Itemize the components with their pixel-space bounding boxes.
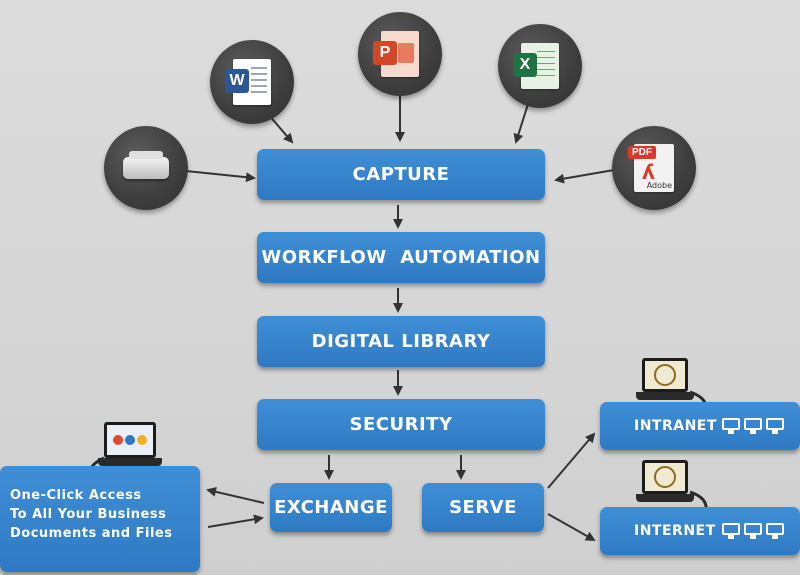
workflow-label: WORKFLOW AUTOMATION bbox=[261, 247, 541, 268]
capture-label: CAPTURE bbox=[352, 164, 450, 185]
arrow-exchange-to-access bbox=[206, 486, 265, 504]
serve-stage: SERVE bbox=[422, 483, 544, 532]
security-label: SECURITY bbox=[349, 414, 453, 435]
serve-label: SERVE bbox=[449, 497, 517, 518]
arrow-pdf-to-capture bbox=[554, 169, 615, 184]
security-stage: SECURITY bbox=[257, 399, 545, 450]
arrow-excel-to-capture bbox=[513, 103, 529, 144]
internet-label: INTERNET bbox=[634, 523, 716, 539]
access-line-3: Documents and Files bbox=[10, 526, 173, 541]
internet-monitors-icon bbox=[722, 523, 784, 539]
word-source: W bbox=[210, 40, 294, 124]
laptop-browsers-icon bbox=[98, 422, 164, 472]
arrow-scanner-to-capture bbox=[185, 170, 256, 183]
exchange-stage: EXCHANGE bbox=[270, 483, 392, 532]
powerpoint-source: P bbox=[358, 12, 442, 96]
arrow-serve-to-internet bbox=[547, 513, 596, 541]
arrow-serve-to-intranet bbox=[547, 432, 596, 489]
intranet-laptop-icon bbox=[636, 358, 696, 404]
powerpoint-icon: P bbox=[373, 31, 419, 77]
exchange-label: EXCHANGE bbox=[274, 497, 388, 518]
library-label: DIGITAL LIBRARY bbox=[311, 331, 491, 352]
arrow-access-to-exchange bbox=[207, 514, 264, 528]
intranet-label: INTRANET bbox=[634, 418, 717, 434]
capture-stage: CAPTURE bbox=[257, 149, 545, 200]
internet-laptop-icon bbox=[636, 460, 696, 506]
scanner-source bbox=[104, 126, 188, 210]
excel-icon: X bbox=[513, 43, 559, 89]
access-line-1: One-Click Access bbox=[10, 488, 142, 503]
access-panel: One-Click Access To All Your Business Do… bbox=[0, 466, 200, 572]
word-icon: W bbox=[225, 59, 271, 105]
intranet-monitors-icon bbox=[722, 418, 784, 434]
access-line-2: To All Your Business bbox=[10, 507, 167, 522]
pdf-source: PDF ʎ Adobe bbox=[612, 126, 696, 210]
workflow-automation-stage: WORKFLOW AUTOMATION bbox=[257, 232, 545, 283]
excel-source: X bbox=[498, 24, 582, 108]
pdf-icon: PDF ʎ Adobe bbox=[628, 144, 674, 192]
digital-library-stage: DIGITAL LIBRARY bbox=[257, 316, 545, 367]
scanner-icon bbox=[123, 151, 169, 179]
